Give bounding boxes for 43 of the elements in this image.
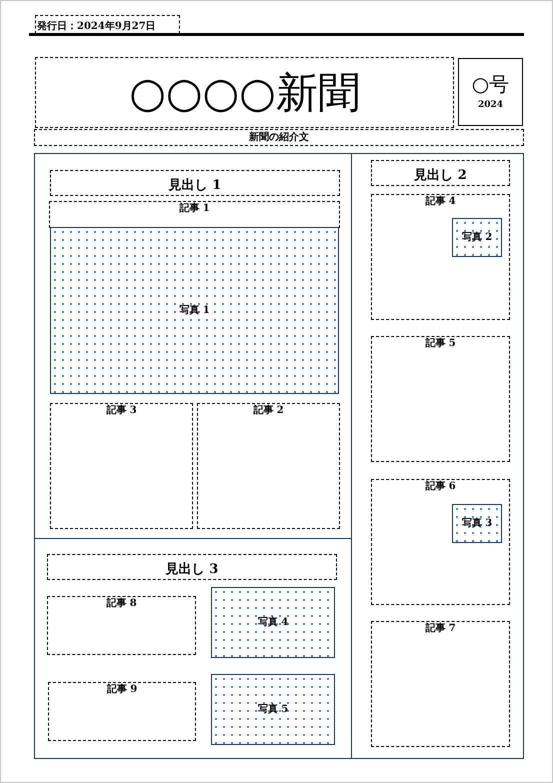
photo-label: 写真 2 <box>462 232 492 244</box>
headline-box <box>50 170 340 196</box>
photo-frame <box>452 218 502 257</box>
photo-label: 写真 4 <box>258 616 288 628</box>
intro-text-box <box>34 129 524 146</box>
headline-box <box>371 160 510 186</box>
article-box <box>47 596 196 655</box>
newspaper-title: ○○○○新聞 <box>129 72 360 114</box>
article-box <box>48 682 196 741</box>
issue-date: 発行日：2024年9月27日 <box>36 21 156 34</box>
article-box <box>371 194 510 320</box>
photo-frame <box>452 504 502 543</box>
headline-text: 見出し 3 <box>166 562 218 579</box>
headline-box <box>47 554 337 580</box>
article-label: 記事 1 <box>179 202 210 215</box>
headline-text: 見出し 2 <box>414 168 467 185</box>
article-label: 記事 6 <box>425 480 456 493</box>
article-label: 記事 7 <box>425 622 456 635</box>
headline-text: 見出し 1 <box>168 178 222 195</box>
article-label: 記事 4 <box>425 195 456 208</box>
photo-label: 写真 5 <box>258 704 288 716</box>
issue-number: ○号 <box>472 74 510 94</box>
page-frame <box>34 153 524 759</box>
title-box <box>35 57 454 128</box>
issue-number-box <box>458 58 523 126</box>
photo-label: 写真 1 <box>179 304 210 316</box>
article-label: 記事 5 <box>425 337 456 350</box>
photo-frame <box>211 674 335 745</box>
article-box <box>371 621 510 747</box>
issue-year: 2024 <box>478 100 504 110</box>
photo-frame <box>211 587 335 658</box>
intro-text: 新聞の紹介文 <box>249 132 309 144</box>
article-label: 記事 2 <box>253 404 284 417</box>
date-box <box>35 15 180 34</box>
photo-frame <box>50 227 339 394</box>
article-label: 記事 3 <box>106 404 137 417</box>
article-box <box>50 403 193 529</box>
photo-label: 写真 3 <box>462 518 492 530</box>
article-box <box>371 336 510 462</box>
article-box <box>197 403 340 529</box>
article-label: 記事 8 <box>106 597 137 610</box>
article-box <box>371 479 510 605</box>
article-label: 記事 9 <box>106 683 138 696</box>
